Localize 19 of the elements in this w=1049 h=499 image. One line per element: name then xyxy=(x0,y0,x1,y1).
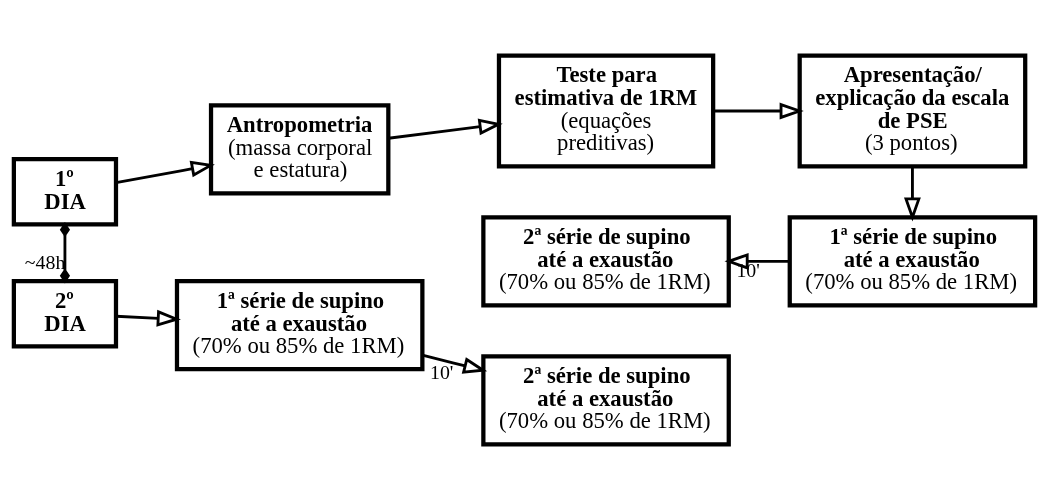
arrow xyxy=(724,252,790,270)
arrow xyxy=(115,160,215,184)
arrow xyxy=(904,166,921,222)
node-box: 2º DIA xyxy=(11,278,119,349)
arrow xyxy=(713,102,804,119)
edge-label: ~48h xyxy=(24,250,66,273)
node-box: Teste para estimativa de 1RM (equações preditivas) xyxy=(496,53,716,168)
node-box: 2ª série de supino até a exaustão (70% ou 85% de 1RM) xyxy=(481,214,731,307)
connector xyxy=(59,221,71,283)
node-box: Apresentação/ explicação da escala de PSE (3 pontos) xyxy=(797,53,1028,168)
edge-label: 10' xyxy=(429,360,454,383)
node-box: 1ª série de supino até a exaustão (70% ou 85% de 1RM) xyxy=(787,214,1038,307)
arrow xyxy=(116,309,181,327)
node-box: 1ª série de supino até a exaustão (70% ou 85% de 1RM) xyxy=(174,278,425,371)
node-box: 2ª série de supino até a exaustão (70% ou 85% de 1RM) xyxy=(481,353,731,446)
node-box: 1º DIA xyxy=(11,156,119,227)
arrow xyxy=(422,353,488,374)
node-box: Antropometria (massa corporal e estatura) xyxy=(208,102,391,195)
arrow xyxy=(388,117,503,140)
